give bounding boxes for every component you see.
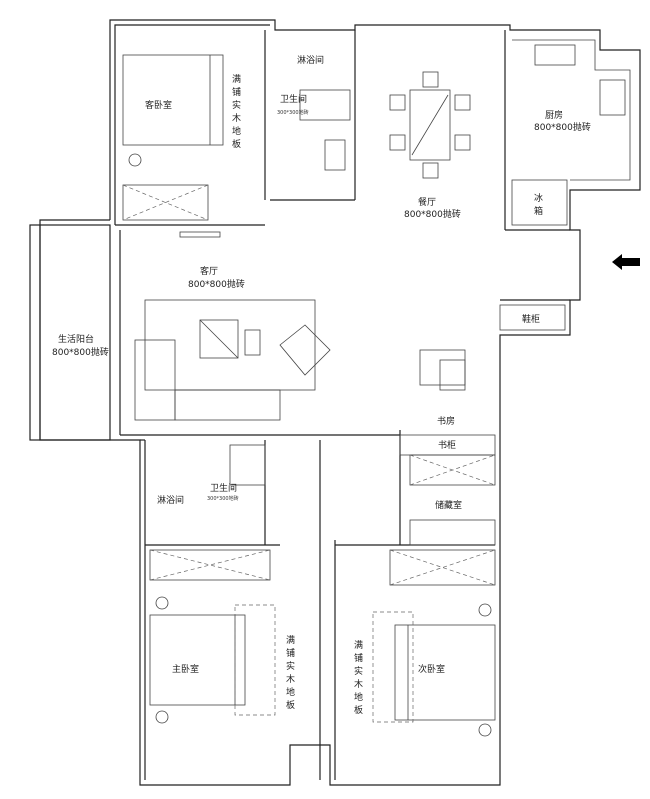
svg-text:地: 地 [286,686,295,698]
svg-text:木: 木 [232,112,241,124]
svg-text:实: 实 [286,660,295,672]
living-tile: 800*800抛砖 [188,278,245,290]
room-label-balcony: 生活阳台 [58,333,94,345]
svg-text:地: 地 [354,691,363,703]
bookcase-label: 书柜 [438,439,456,451]
master-floor-label: 满 铺 实 木 地 板 [286,635,295,711]
fridge-label-1: 冰 [534,192,543,204]
walls [29,19,641,786]
master-bed [149,614,246,706]
room-label-shower-bottom: 淋浴间 [157,494,184,506]
svg-text:地: 地 [232,125,241,137]
balcony-tile: 800*800抛砖 [52,346,109,358]
shoe-cabinet-label: 鞋柜 [522,313,540,325]
svg-text:实: 实 [354,665,363,677]
svg-text:板: 板 [232,138,241,150]
svg-text:板: 板 [286,699,295,711]
sofa-area [144,299,316,391]
second-floor-label: 满 铺 实 木 地 板 [354,640,363,716]
desk [419,349,466,386]
room-label-dining: 餐厅 [418,196,436,208]
svg-text:实: 实 [232,99,241,111]
room-label-living: 客厅 [200,265,218,277]
room-label-guest-bedroom: 客卧室 [145,99,172,111]
guest-bed [122,54,224,146]
kitchen-tile: 800*800抛砖 [534,121,591,133]
room-label-kitchen: 厨房 [545,109,563,121]
arrow-left-icon [612,254,640,270]
svg-text:铺: 铺 [354,652,363,664]
bath-bottom-tile: 300*300地砖 [207,495,239,502]
coffee-table [199,319,239,359]
bath-top-tile: 300*300地砖 [277,109,309,116]
svg-text:铺: 铺 [286,647,295,659]
guest-floor-label: 满 铺 实 木 地 板 [232,74,241,150]
svg-text:木: 木 [354,678,363,690]
room-label-master-bedroom: 主卧室 [172,663,199,675]
dining-tile: 800*800抛砖 [404,208,461,220]
room-label-shower-top: 淋浴间 [297,54,324,66]
svg-text:满: 满 [286,635,295,646]
svg-text:铺: 铺 [232,86,241,98]
room-label-storage: 储藏室 [435,499,462,511]
fridge-label-2: 箱 [534,205,543,217]
room-label-second-bedroom: 次卧室 [418,663,445,675]
svg-text:木: 木 [286,673,295,685]
room-label-study: 书房 [437,415,455,427]
furniture [122,39,631,737]
room-label-bath-bottom: 卫生间 [210,482,237,494]
second-bed [394,624,496,721]
svg-text:板: 板 [354,704,363,716]
room-label-bath-top: 卫生间 [280,93,307,105]
svg-text:满: 满 [354,640,363,651]
dining-table [409,89,451,161]
svg-text:满: 满 [232,74,241,85]
